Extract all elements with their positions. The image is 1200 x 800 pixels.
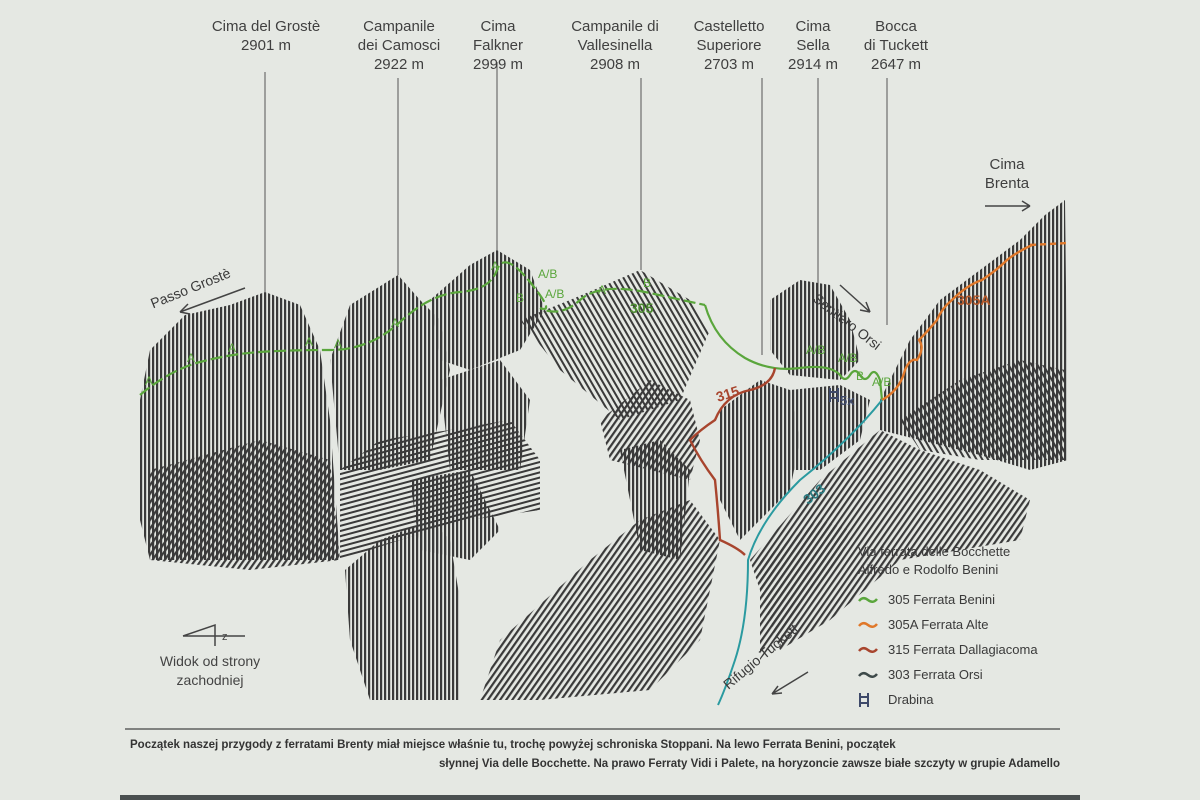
peak-label-cima-falkner: Cima Falkner 2999 m: [473, 17, 523, 74]
svg-text:A/B: A/B: [838, 351, 857, 365]
svg-text:A: A: [598, 283, 606, 297]
peak-name: Cima del Grostè: [211, 18, 321, 35]
legend: Via ferrata delle Bocchette Alfredo e Ro…: [858, 543, 1038, 712]
route-305-benini: [139, 261, 706, 396]
peak-name: Vallesinella: [577, 37, 653, 54]
legend-item-315: 315 Ferrata Dallagiacoma: [858, 637, 1038, 662]
peak-name: Sella: [796, 37, 830, 54]
peak-elevation: 2922 m: [373, 56, 425, 73]
caption-line: słynnej Via delle Bocchette. Na prawo Fe…: [439, 758, 1060, 770]
peak-name: Campanile: [363, 18, 435, 35]
peak-name: Campanile di: [571, 18, 659, 35]
svg-text:A: A: [228, 341, 236, 355]
peak-elevation: 2901 m: [240, 37, 292, 54]
peak-name: Cima: [480, 18, 516, 35]
svg-text:B: B: [856, 369, 864, 383]
svg-text:B: B: [516, 291, 524, 305]
peak-name: dei Camosci: [357, 37, 441, 54]
page-edge: [120, 795, 1080, 800]
wavy-line-icon: [858, 671, 880, 679]
peak-label-campanile-dei-camosci: Campanile dei Camosci 2922 m: [358, 17, 441, 74]
legend-title-line: Via ferrata delle Bocchette: [858, 544, 1011, 559]
peak-label-cima-del-groste: Cima del Grostè 2901 m: [212, 17, 320, 55]
peak-name: Castelletto: [693, 18, 765, 35]
peak-name: Cima: [795, 18, 831, 35]
route-315-dallagiacoma: [688, 367, 777, 556]
legend-label: 303 Ferrata Orsi: [888, 667, 983, 682]
compass-letter: z: [222, 631, 228, 643]
route-315-label: 315: [714, 382, 741, 405]
peak-elevation: 2908 m: [589, 56, 641, 73]
caption: Początek naszej przygody z ferratami Bre…: [130, 736, 1060, 774]
svg-text:A: A: [334, 337, 342, 351]
peak-label-cima-sella: Cima Sella 2914 m: [788, 17, 838, 74]
svg-text:A: A: [305, 335, 313, 349]
direction-label: Brenta: [984, 175, 1030, 192]
route-grade-labels: A A A A A A A B A/B A/B A B A/B A/B B A/…: [145, 259, 891, 389]
compass-west-icon: [182, 623, 245, 646]
legend-label: 305A Ferrata Alte: [888, 617, 989, 632]
wavy-line-icon: [858, 596, 880, 604]
legend-item-305a: 305A Ferrata Alte: [858, 612, 1038, 637]
legend-item-303: 303 Ferrata Orsi: [858, 662, 1038, 687]
svg-text:A: A: [491, 259, 499, 273]
wavy-line-icon: [858, 646, 880, 654]
svg-text:A: A: [187, 351, 195, 365]
ladder-count: 5x: [840, 393, 855, 408]
route-305-benini-solid: [703, 304, 884, 401]
svg-text:A: A: [391, 316, 399, 330]
arrow-icon: [179, 200, 1031, 695]
view-note-line: Widok od strony: [159, 653, 261, 669]
peak-name: Superiore: [696, 37, 762, 54]
route-305-label: 305: [630, 300, 654, 316]
svg-text:A/B: A/B: [538, 267, 557, 281]
svg-text:A/B: A/B: [806, 343, 825, 357]
route-303-orsi: [717, 399, 883, 706]
caption-line: Początek naszej przygody z ferratami Bre…: [130, 739, 896, 751]
legend-item-305: 305 Ferrata Benini: [858, 587, 1038, 612]
route-305a-dashed: [1029, 241, 1069, 247]
legend-item-drabina: Drabina: [858, 687, 1038, 712]
peak-label-campanile-di-vallesinella: Campanile di Vallesinella 2908 m: [571, 17, 659, 74]
peak-elevation: 2647 m: [870, 56, 922, 73]
ladder-icon: [858, 692, 880, 708]
legend-label: 305 Ferrata Benini: [888, 592, 995, 607]
ladder-icon: [829, 388, 839, 402]
mountain-hatching: [140, 200, 1068, 700]
peak-elevation: 2703 m: [703, 56, 755, 73]
svg-text:A/B: A/B: [545, 287, 564, 301]
peak-label-bocca-di-tuckett: Bocca di Tuckett 2647 m: [864, 17, 928, 74]
wavy-line-icon: [858, 621, 880, 629]
direction-label: Cima: [989, 156, 1025, 173]
legend-title: Via ferrata delle Bocchette Alfredo e Ro…: [858, 543, 1038, 579]
peak-elevation: 2999 m: [472, 56, 524, 73]
svg-text:A: A: [145, 374, 153, 388]
svg-text:B: B: [643, 276, 651, 290]
peak-name: Bocca: [875, 18, 917, 35]
peak-label-castelletto-superiore: Castelletto Superiore 2703 m: [694, 17, 765, 74]
legend-label: Drabina: [888, 692, 934, 707]
route-305a-label: 305A: [957, 292, 990, 308]
peak-elevation: 2914 m: [787, 56, 839, 73]
legend-label: 315 Ferrata Dallagiacoma: [888, 642, 1038, 657]
peak-name: Falkner: [472, 37, 524, 54]
route-305a-alte: [881, 243, 1033, 402]
svg-text:A/B: A/B: [872, 375, 891, 389]
direction-cima-brenta: Cima Brenta: [985, 155, 1029, 193]
view-note: Widok od strony zachodniej: [155, 652, 265, 690]
peak-leader-lines: [264, 62, 888, 355]
peak-name: di Tuckett: [863, 37, 929, 54]
view-note-line: zachodniej: [176, 672, 244, 688]
legend-title-line: Alfredo e Rodolfo Benini: [858, 562, 999, 577]
